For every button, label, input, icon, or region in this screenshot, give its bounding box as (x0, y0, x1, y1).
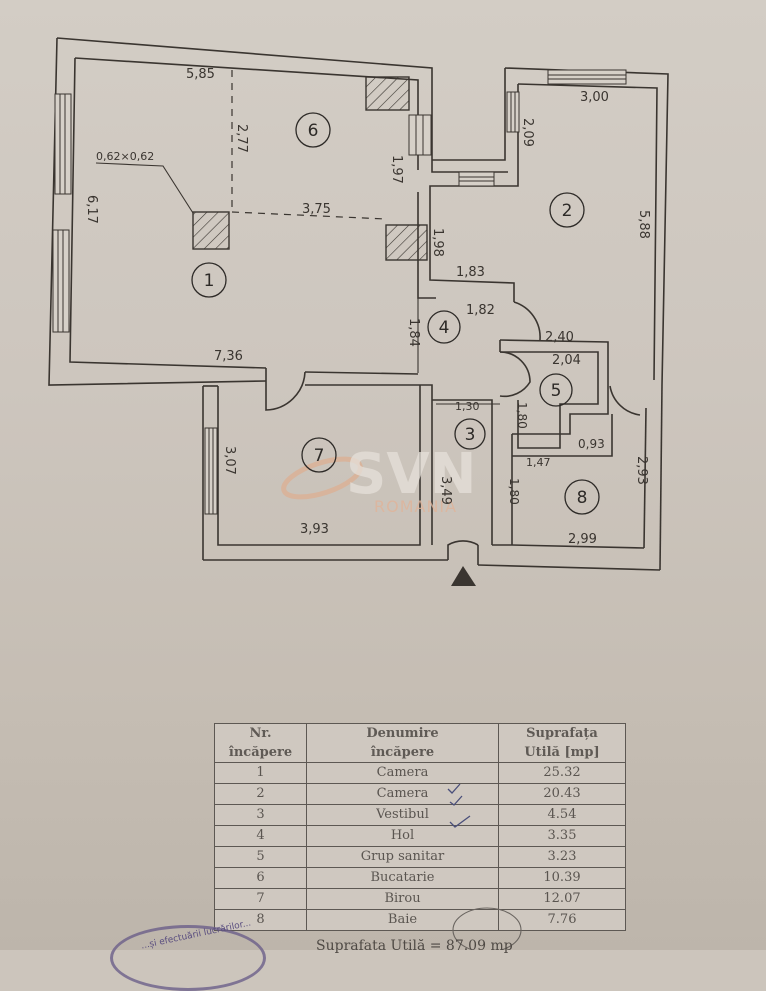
svg-text:1,47: 1,47 (526, 456, 551, 469)
svg-text:5,85: 5,85 (186, 67, 215, 82)
svg-text:0,93: 0,93 (578, 437, 605, 451)
room-number-8: 8 (577, 488, 588, 508)
svg-text:7,36: 7,36 (214, 349, 243, 364)
header-nr: Nr.încăpere (214, 723, 307, 763)
svg-text:3,00: 3,00 (580, 90, 609, 105)
dimension-lines (231, 70, 387, 220)
svg-text:3,93: 3,93 (300, 522, 329, 537)
svg-text:1,82: 1,82 (466, 303, 495, 318)
circled-mark (452, 907, 522, 950)
structural-columns (192, 76, 428, 261)
svg-text:3,07: 3,07 (222, 446, 237, 475)
dimension-labels: 5,85 2,77 0,62×0,62 6,17 3,75 1,97 1,98 … (84, 67, 651, 547)
room-numbers: 1 2 3 4 5 6 7 8 (204, 121, 588, 508)
svg-text:2,04: 2,04 (552, 353, 581, 368)
svg-text:2,93: 2,93 (634, 456, 649, 485)
windows (52, 69, 627, 515)
room-number-6: 6 (308, 121, 319, 141)
watermark: SVN ROMANIA (281, 442, 477, 516)
room-number-7: 7 (314, 446, 325, 466)
svg-text:2,09: 2,09 (520, 118, 535, 147)
svg-text:3,49: 3,49 (438, 476, 453, 505)
leader-lines (95, 162, 500, 405)
svg-text:1,30: 1,30 (455, 400, 480, 413)
svg-text:1,84: 1,84 (406, 318, 421, 347)
svg-text:6,17: 6,17 (84, 195, 99, 224)
checkmark-icons (447, 783, 471, 828)
svg-text:0,62×0,62: 0,62×0,62 (96, 150, 154, 163)
total-area: Suprafata Utilă = 87.09 mp (316, 938, 513, 954)
svg-text:1,97: 1,97 (389, 155, 404, 184)
room-number-3: 3 (465, 425, 476, 445)
svg-text:1,80: 1,80 (515, 402, 529, 429)
svg-text:2,77: 2,77 (234, 124, 249, 153)
room-number-2: 2 (562, 201, 573, 221)
svg-text:SVN: SVN (346, 442, 477, 507)
svg-text:2,99: 2,99 (568, 532, 597, 547)
room-number-4: 4 (439, 318, 450, 338)
svg-text:1,98: 1,98 (430, 228, 445, 257)
svg-text:1,80: 1,80 (507, 478, 521, 505)
room-number-circles (191, 112, 600, 515)
svg-text:2,40: 2,40 (545, 330, 574, 345)
svg-text:ROMANIA: ROMANIA (374, 497, 457, 516)
entrance-arrow-icon (451, 566, 476, 586)
room-number-5: 5 (551, 381, 562, 401)
floor-plan: SVN ROMANIA 1 2 3 4 5 6 7 8 5,85 2,77 0,… (48, 37, 669, 586)
svg-text:5,88: 5,88 (636, 210, 651, 239)
handwritten-marks (447, 783, 522, 950)
room-number-1: 1 (204, 271, 215, 291)
svg-text:1,83: 1,83 (456, 265, 485, 280)
svg-text:3,75: 3,75 (302, 202, 331, 217)
